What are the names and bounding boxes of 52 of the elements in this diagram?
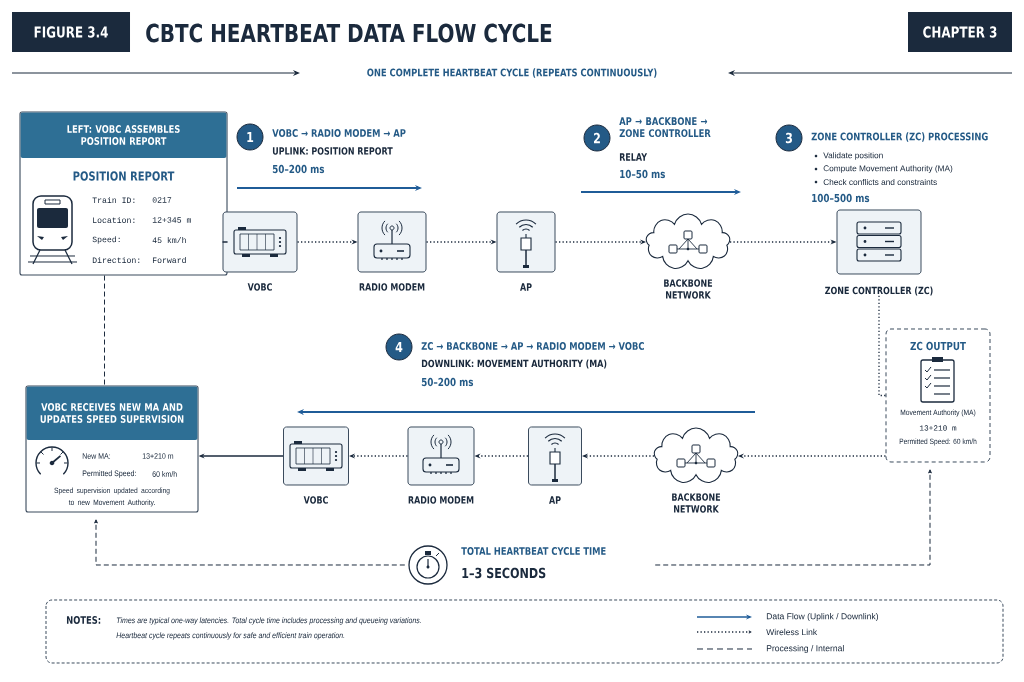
latency-value: 100–500 ms — [812, 193, 870, 203]
cycle-heading: TOTAL HEARTBEAT CYCLE TIME — [461, 547, 606, 555]
step-number: 2 — [583, 124, 611, 152]
dashed-connector — [654, 469, 932, 566]
device-label: BACKBONE NETWORK — [672, 493, 721, 513]
field-label: Location: — [93, 217, 135, 223]
field-label: Direction: — [92, 257, 140, 263]
field-value: 45 km/h — [152, 237, 186, 243]
field-value: 0217 — [152, 197, 172, 203]
latency-value: 10–50 ms — [620, 169, 665, 179]
bullet-item: Compute Movement Authority (MA) — [814, 165, 953, 173]
legend-text: Wireless Link — [766, 628, 818, 636]
field-value: 12+345 m — [152, 217, 191, 223]
device-label: AP — [549, 496, 561, 504]
figure-badge: FIGURE 3.4 — [12, 12, 130, 52]
device-label: VOBC — [303, 496, 328, 504]
step-heading: AP → BACKBONE → ZONE CONTROLLER — [619, 117, 711, 138]
device-label: AP — [520, 283, 532, 291]
latency-value: 50–200 ms — [272, 164, 325, 174]
device-label: ZONE CONTROLLER (ZC) — [825, 286, 933, 296]
panel-heading: VOBC RECEIVES NEW MA AND UPDATES SPEED SUPERVISION — [26, 386, 198, 440]
bullet-item: Validate position — [814, 152, 883, 160]
step-number: 4 — [385, 333, 413, 361]
latency-value: 50–200 ms — [421, 377, 474, 387]
field-label: Train ID: — [92, 197, 135, 203]
dashed-connector — [104, 275, 105, 386]
device-label: RADIO MODEM — [408, 496, 474, 504]
panel-title: ZC OUTPUT — [910, 341, 966, 351]
device-label: RADIO MODEM — [359, 283, 425, 291]
step-heading: VOBC → RADIO MODEM → AP — [272, 129, 406, 137]
field-value: Forward — [153, 257, 186, 263]
step-heading: ZONE CONTROLLER (ZC) PROCESSING — [811, 132, 988, 142]
device-label: BACKBONE NETWORK — [664, 279, 713, 299]
step-heading: ZC → BACKBONE → AP → RADIO MODEM → VOBC — [421, 342, 644, 350]
dashed-connector — [94, 519, 406, 566]
banner-text: ONE COMPLETE HEARTBEAT CYCLE (REPEATS CONTINUOUSLY) — [367, 68, 657, 78]
bullet-item: Check conflicts and constraints — [814, 178, 937, 186]
notes-heading: NOTES: — [66, 616, 101, 624]
field-label: Speed: — [92, 236, 120, 244]
step-number: 1 — [236, 123, 264, 151]
cycle-value: 1–3 SECONDS — [462, 567, 546, 579]
legend-text: Data Flow (Uplink / Downlink) — [766, 613, 878, 621]
panel-title: POSITION REPORT — [73, 171, 175, 181]
step-subheading: UPLINK: POSITION REPORT — [272, 147, 393, 155]
panel-heading: LEFT: VOBC ASSEMBLES POSITION REPORT — [20, 112, 227, 158]
step-number: 3 — [775, 124, 803, 152]
chapter-badge: CHAPTER 3 — [908, 12, 1012, 52]
step-subheading: RELAY — [619, 153, 648, 161]
step-subheading: DOWNLINK: MOVEMENT AUTHORITY (MA) — [421, 359, 607, 369]
device-label: VOBC — [247, 283, 272, 291]
legend-text: Processing / Internal — [766, 645, 844, 653]
title: CBTC HEARTBEAT DATA FLOW CYCLE — [146, 23, 552, 43]
